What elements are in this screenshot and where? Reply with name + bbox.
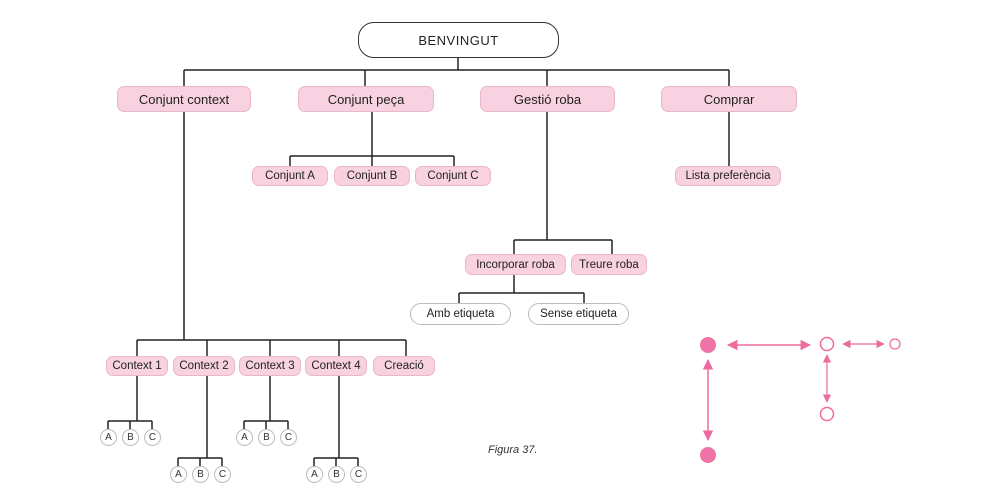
leaf-context4-b: B bbox=[328, 466, 345, 483]
legend-open-dot-medium bbox=[819, 336, 835, 352]
leaf-context2-a: A bbox=[170, 466, 187, 483]
root-node-benvingut: BENVINGUT bbox=[358, 22, 559, 58]
leaf-context4-a: A bbox=[306, 466, 323, 483]
node-context-4: Context 4 bbox=[305, 356, 367, 376]
node-sense-etiqueta: Sense etiqueta bbox=[528, 303, 629, 325]
leaf-context1-b: B bbox=[122, 429, 139, 446]
leaf-context3-c: C bbox=[280, 429, 297, 446]
node-conjunt-context: Conjunt context bbox=[117, 86, 251, 112]
node-amb-etiqueta: Amb etiqueta bbox=[410, 303, 511, 325]
legend-filled-dot-top bbox=[700, 337, 716, 353]
leaf-context3-b: B bbox=[258, 429, 275, 446]
figure-caption: Figura 37. bbox=[488, 444, 538, 456]
node-conjunt-a: Conjunt A bbox=[252, 166, 328, 186]
node-conjunt-peca: Conjunt peça bbox=[298, 86, 434, 112]
node-context-1: Context 1 bbox=[106, 356, 168, 376]
legend-open-dot-lower bbox=[819, 406, 835, 422]
node-gestio-roba: Gestió roba bbox=[480, 86, 615, 112]
tree-connectors bbox=[107, 58, 730, 466]
leaf-context2-b: B bbox=[192, 466, 209, 483]
leaf-context2-c: C bbox=[214, 466, 231, 483]
node-treure-roba: Treure roba bbox=[571, 254, 647, 275]
node-conjunt-c: Conjunt C bbox=[415, 166, 491, 186]
node-lista-preferencia: Lista preferència bbox=[675, 166, 781, 186]
node-context-3: Context 3 bbox=[239, 356, 301, 376]
node-conjunt-b: Conjunt B bbox=[334, 166, 410, 186]
leaf-context1-c: C bbox=[144, 429, 161, 446]
hierarchy-legend bbox=[700, 336, 901, 463]
leaf-context3-a: A bbox=[236, 429, 253, 446]
node-context-2: Context 2 bbox=[173, 356, 235, 376]
leaf-context4-c: C bbox=[350, 466, 367, 483]
legend-filled-dot-bottom bbox=[700, 447, 716, 463]
node-incorporar-roba: Incorporar roba bbox=[465, 254, 566, 275]
node-creacio: Creació bbox=[373, 356, 435, 376]
node-comprar: Comprar bbox=[661, 86, 797, 112]
legend-open-dot-small bbox=[889, 338, 901, 350]
leaf-context1-a: A bbox=[100, 429, 117, 446]
